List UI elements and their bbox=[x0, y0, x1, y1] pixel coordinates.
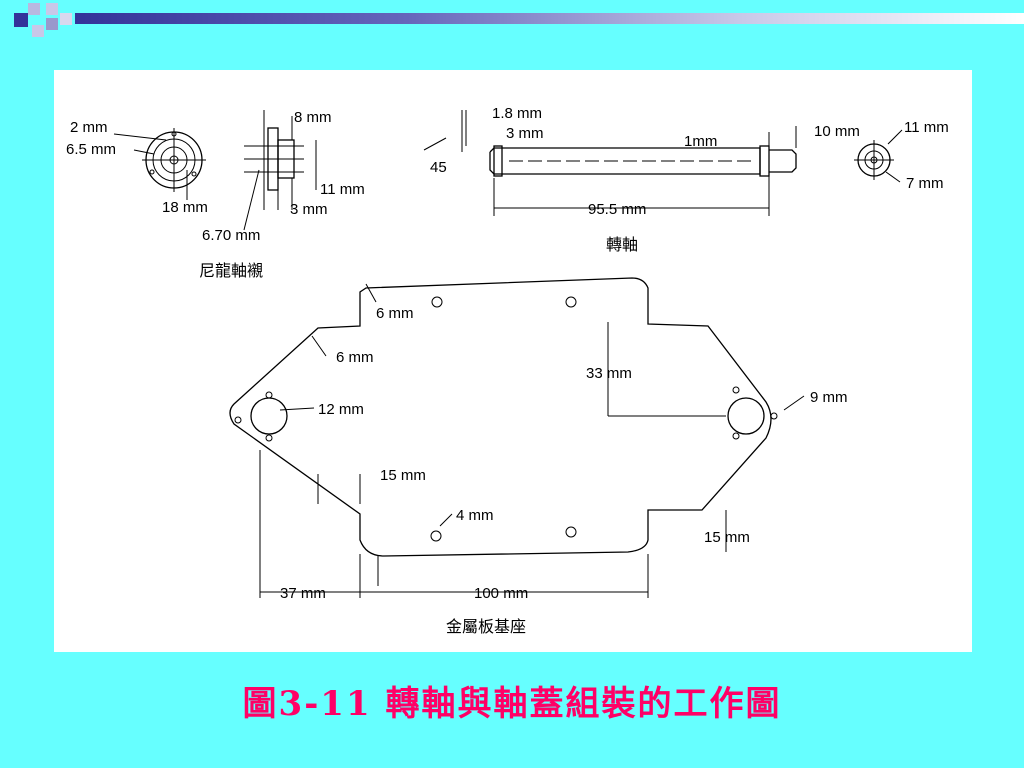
figure-caption: 圖3-11 轉軸與軸蓋組裝的工作圖 bbox=[242, 684, 782, 724]
base-dim-33mm: 33 mm bbox=[586, 365, 632, 382]
shaft-caption: 轉軸 bbox=[606, 235, 638, 254]
base-dim-15mm-right: 15 mm bbox=[704, 529, 750, 546]
decor-square-dark bbox=[14, 13, 28, 27]
base-caption: 金屬板基座 bbox=[446, 617, 526, 636]
technical-drawing: 2 mm 6.5 mm 18 mm 8 mm 11 mm 3 mm 6.70 m… bbox=[66, 105, 949, 636]
bushing-front-view bbox=[113, 128, 206, 200]
base-dim-100mm: 100 mm bbox=[474, 585, 528, 602]
figure-panel: 2 mm 6.5 mm 18 mm 8 mm 11 mm 3 mm 6.70 m… bbox=[54, 70, 972, 652]
base-dim-37mm: 37 mm bbox=[280, 585, 326, 602]
title-bar-decoration bbox=[0, 0, 1024, 48]
base-dim-6mm-lower: 6 mm bbox=[336, 349, 374, 366]
base-plate-outline bbox=[229, 277, 772, 557]
base-plate-dimension-lines bbox=[259, 283, 805, 598]
bushing-dim-8mm: 8 mm bbox=[294, 109, 332, 126]
decor-square-light bbox=[32, 25, 44, 37]
base-dim-12mm: 12 mm bbox=[318, 401, 364, 418]
base-dim-6mm-upper: 6 mm bbox=[376, 305, 414, 322]
shaft-dim-45: 45 bbox=[430, 159, 447, 176]
decor-square-light bbox=[60, 13, 72, 25]
shaft-dim-10mm: 10 mm bbox=[814, 123, 860, 140]
shaft-dim-3mm: 3 mm bbox=[506, 125, 544, 142]
shaft-drawing bbox=[423, 110, 797, 216]
decor-square-light bbox=[28, 3, 40, 15]
shaft-dim-95-5mm: 95.5 mm bbox=[588, 201, 646, 218]
base-dim-9mm: 9 mm bbox=[810, 389, 848, 406]
base-dim-4mm: 4 mm bbox=[456, 507, 494, 524]
base-dim-15mm-left: 15 mm bbox=[380, 467, 426, 484]
base-plate-holes bbox=[234, 296, 778, 542]
title-gradient-bar bbox=[75, 13, 1024, 24]
shaft-dim-1-8mm: 1.8 mm bbox=[492, 105, 542, 122]
bushing-dim-3mm: 3 mm bbox=[290, 201, 328, 218]
shaft-dim-1mm: 1mm bbox=[684, 133, 717, 150]
bushing-dim-6-5mm: 6.5 mm bbox=[66, 141, 116, 158]
decor-square-mid bbox=[46, 18, 58, 30]
shaft-dim-11mm: 11 mm bbox=[904, 119, 949, 136]
bushing-dim-6-70mm: 6.70 mm bbox=[202, 227, 260, 244]
bushing-dim-11mm: 11 mm bbox=[320, 181, 365, 198]
bushing-caption: 尼龍軸襯 bbox=[199, 261, 263, 280]
bushing-dim-2mm: 2 mm bbox=[70, 119, 108, 136]
shaft-dim-7mm: 7 mm bbox=[906, 175, 944, 192]
decor-square-light bbox=[46, 3, 58, 15]
bushing-dim-18mm: 18 mm bbox=[162, 199, 208, 216]
bushing-side-view bbox=[243, 110, 317, 231]
shaft-end-view bbox=[854, 129, 903, 183]
